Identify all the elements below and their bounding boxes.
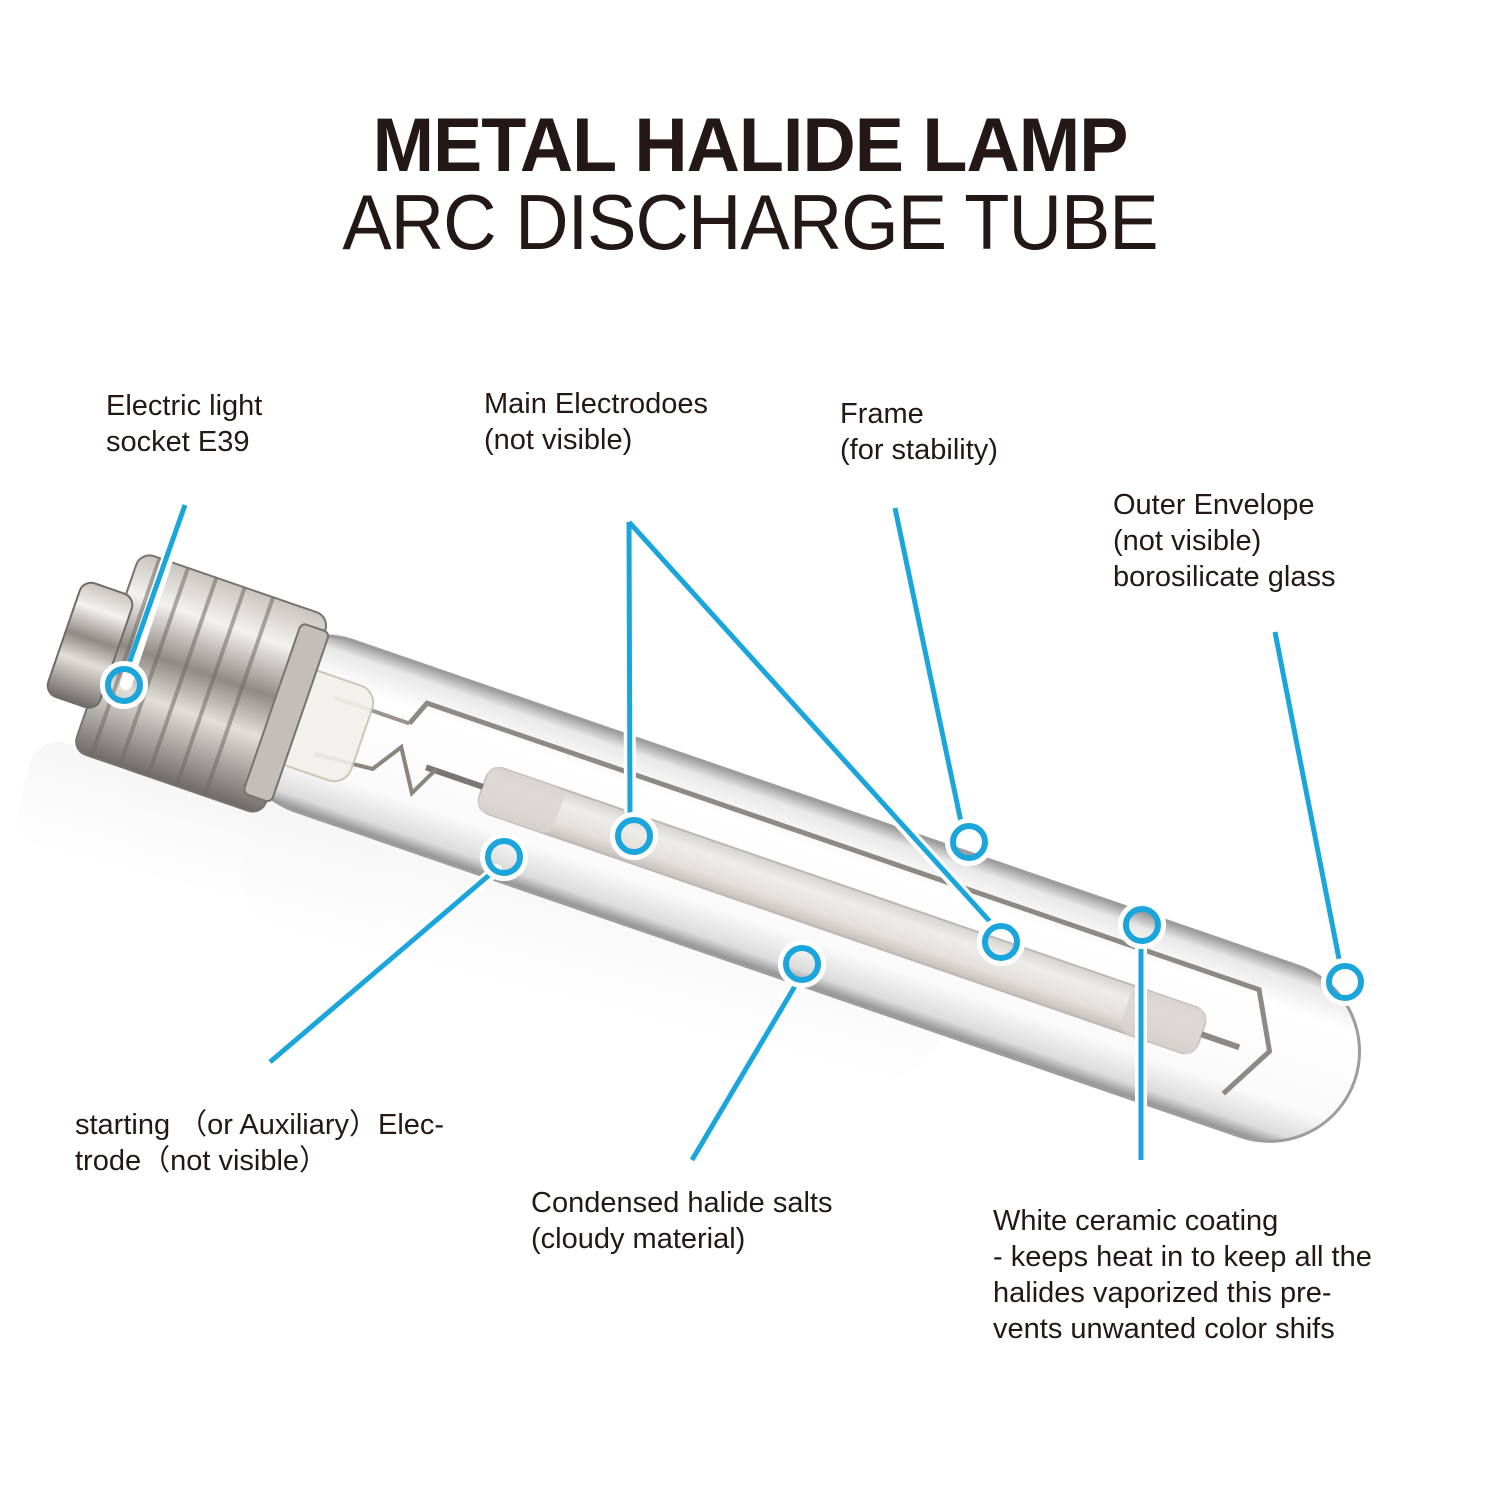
label-halide-salts-line1: Condensed halide salts [531,1187,833,1219]
marker-frame-icon [945,818,993,866]
label-ceramic-coating: White ceramic coating - keeps heat in to… [993,1203,1372,1347]
label-ceramic-coating-line3: halides vaporized this pre- [993,1277,1332,1309]
label-ceramic-coating-line4: vents unwanted color shifs [993,1313,1335,1345]
marker-ceramic-coating-icon [1118,901,1166,949]
callout-line-frame [892,507,964,823]
callout-lines [123,504,1343,1162]
marker-main-electrode-b-icon [977,918,1025,966]
label-main-electrodes: Main Electrodoes (not visible) [484,386,708,458]
label-socket-line1: Electric light [106,390,263,422]
label-outer-envelope-line1: Outer Envelope [1113,489,1315,521]
label-starting-electrode-line1: starting （or Auxiliary）Elec- [75,1109,445,1141]
label-ceramic-coating-line2: - keeps heat in to keep all the [993,1241,1372,1273]
label-frame-line2: (for stability) [840,434,998,466]
lamp [46,554,1362,1143]
base-contact [46,581,134,709]
label-socket: Electric light socket E39 [106,388,262,460]
label-frame: Frame (for stability) [840,396,998,468]
label-halide-salts-line2: (cloudy material) [531,1223,746,1255]
callout-markers [100,661,1369,1006]
marker-halide-salts-icon [778,940,826,988]
marker-starting-electrode-icon [480,833,528,881]
callout-line-halide-salts [689,984,798,1162]
label-starting-electrode: starting （or Auxiliary）Elec- trode（not v… [75,1107,444,1179]
label-outer-envelope-line3: borosilicate glass [1113,561,1336,593]
label-outer-envelope: Outer Envelope (not visible) borosilicat… [1113,487,1335,595]
label-starting-electrode-line2: trode（not visible） [75,1145,329,1177]
page-subtitle: ARC DISCHARGE TUBE [342,178,1158,267]
label-frame-line1: Frame [840,398,924,430]
frame-wire [407,700,1273,1096]
label-ceramic-coating-line1: White ceramic coating [993,1205,1279,1237]
marker-outer-envelope-icon [1321,958,1369,1006]
callout-line-main-electrode-b [627,520,995,927]
label-outer-envelope-line2: (not visible) [1113,525,1262,557]
callout-line-starting-electrode [268,869,496,1064]
callout-line-socket [123,504,188,673]
marker-main-electrode-a-icon [610,812,658,860]
label-main-electrodes-line1: Main Electrodoes [484,388,709,420]
callout-line-outer-envelope [1272,631,1343,965]
page-title: METAL HALIDE LAMP [372,103,1129,188]
label-main-electrodes-line2: (not visible) [484,424,633,456]
label-socket-line2: socket E39 [106,426,250,458]
callout-line-main-electrode-a [626,521,633,819]
marker-socket-icon [100,661,148,709]
label-halide-salts: Condensed halide salts (cloudy material) [531,1185,832,1257]
